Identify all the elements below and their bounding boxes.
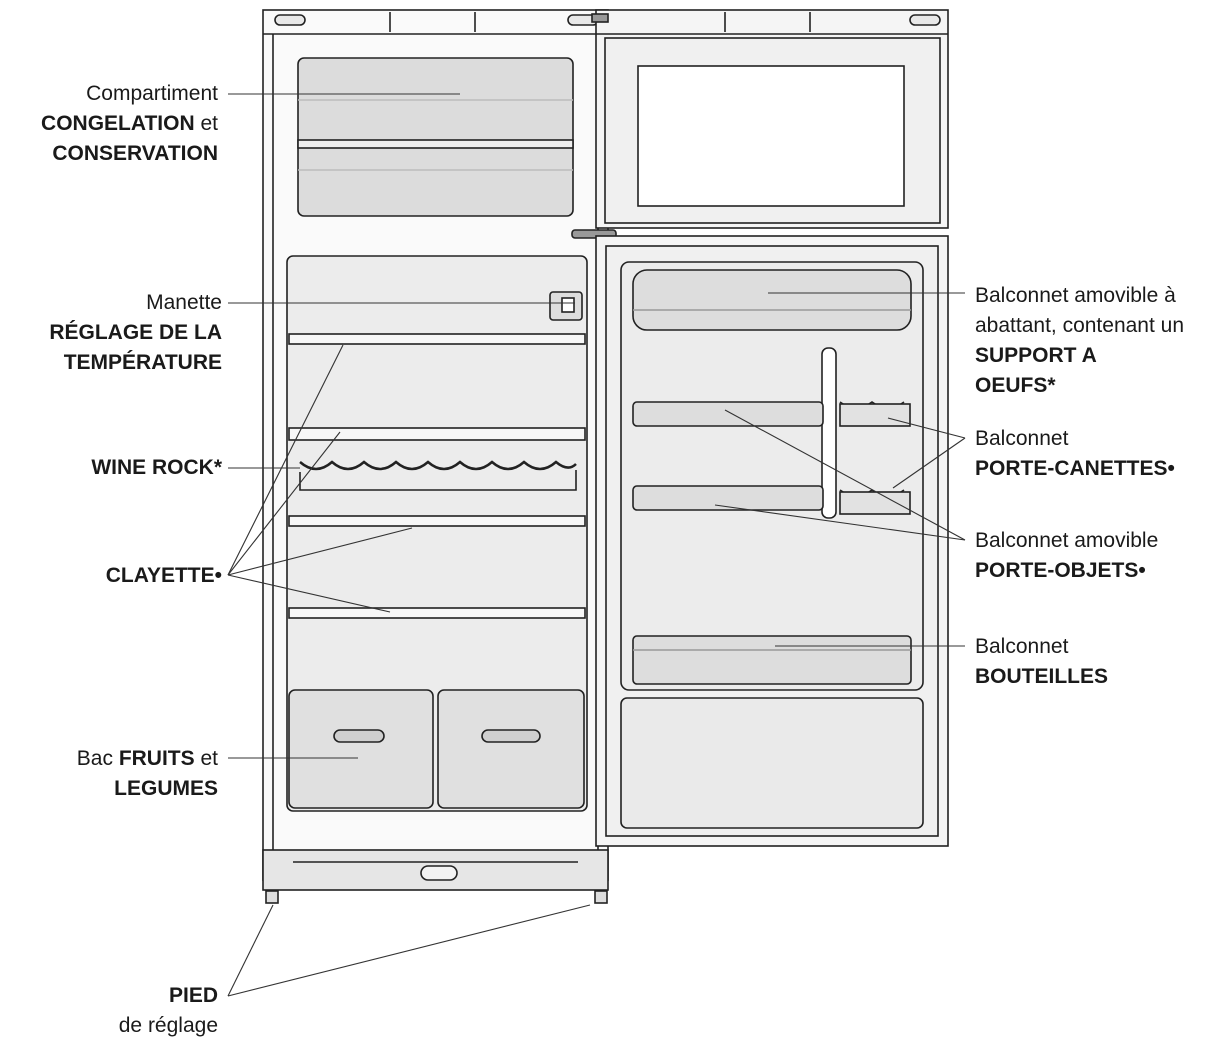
fridge-interior: [286, 255, 588, 812]
freezer-label-line1: Compartiment: [86, 82, 218, 105]
freezer-label-bold: CONGELATION: [41, 112, 195, 135]
egg-balcony-line1: Balconnet amovible à: [975, 284, 1176, 307]
crisper-label-rest: et: [194, 747, 218, 770]
shelf-label-bold: CLAYETTE•: [105, 564, 222, 587]
can-balcony-label: Balconnet PORTE-CANETTES•: [975, 424, 1175, 484]
egg-balcony-bold2: OEUFS*: [975, 374, 1056, 397]
bottle-balcony-line1: Balconnet: [975, 635, 1069, 658]
freezer-label: Compartiment CONGELATION et CONSERVATION: [41, 79, 218, 169]
egg-balcony-bold: SUPPORT A: [975, 344, 1097, 367]
object-balcony-bold: PORTE-OBJETS•: [975, 559, 1146, 582]
crisper-label-bold2: LEGUMES: [114, 777, 218, 800]
bottle-balcony-label: Balconnet BOUTEILLES: [975, 632, 1108, 692]
can-balcony-bold: PORTE-CANETTES•: [975, 457, 1175, 480]
wine-rack-label-bold: WINE ROCK*: [91, 456, 222, 479]
egg-balcony-line2: abattant, contenant un: [975, 314, 1185, 337]
freezer-compartment: [297, 57, 574, 217]
shelf-label: CLAYETTE•: [106, 561, 222, 591]
freezer-label-bold2: CONSERVATION: [52, 142, 218, 165]
feet-label-line2: de réglage: [118, 1014, 218, 1037]
fridge-door: [595, 235, 949, 847]
feet-label: PIED de réglage: [119, 981, 218, 1041]
freezer-label-rest: et: [194, 112, 218, 135]
crisper-label-pre: Bac: [76, 747, 119, 770]
feet-label-bold: PIED: [168, 984, 218, 1007]
thermostat-label-bold2: TEMPÉRATURE: [63, 351, 222, 374]
leader-lines: [227, 93, 966, 997]
thermostat-label: Manette RÉGLAGE DE LA TEMPÉRATURE: [49, 288, 222, 378]
egg-balcony-label: Balconnet amovible à abattant, contenant…: [975, 281, 1184, 401]
thermostat-label-line1: Manette: [146, 291, 222, 314]
crisper-label-bold: FRUITS: [118, 747, 195, 770]
freezer-door: [591, 9, 949, 229]
wine-rack-label: WINE ROCK*: [91, 453, 222, 483]
crisper-label: Bac FRUITS et LEGUMES: [77, 744, 218, 804]
bottle-balcony-bold: BOUTEILLES: [975, 665, 1109, 688]
thermostat-label-bold: RÉGLAGE DE LA: [49, 321, 222, 344]
object-balcony-line1: Balconnet amovible: [975, 529, 1159, 552]
object-balcony-label: Balconnet amovible PORTE-OBJETS•: [975, 526, 1158, 586]
can-balcony-line1: Balconnet: [975, 427, 1069, 450]
